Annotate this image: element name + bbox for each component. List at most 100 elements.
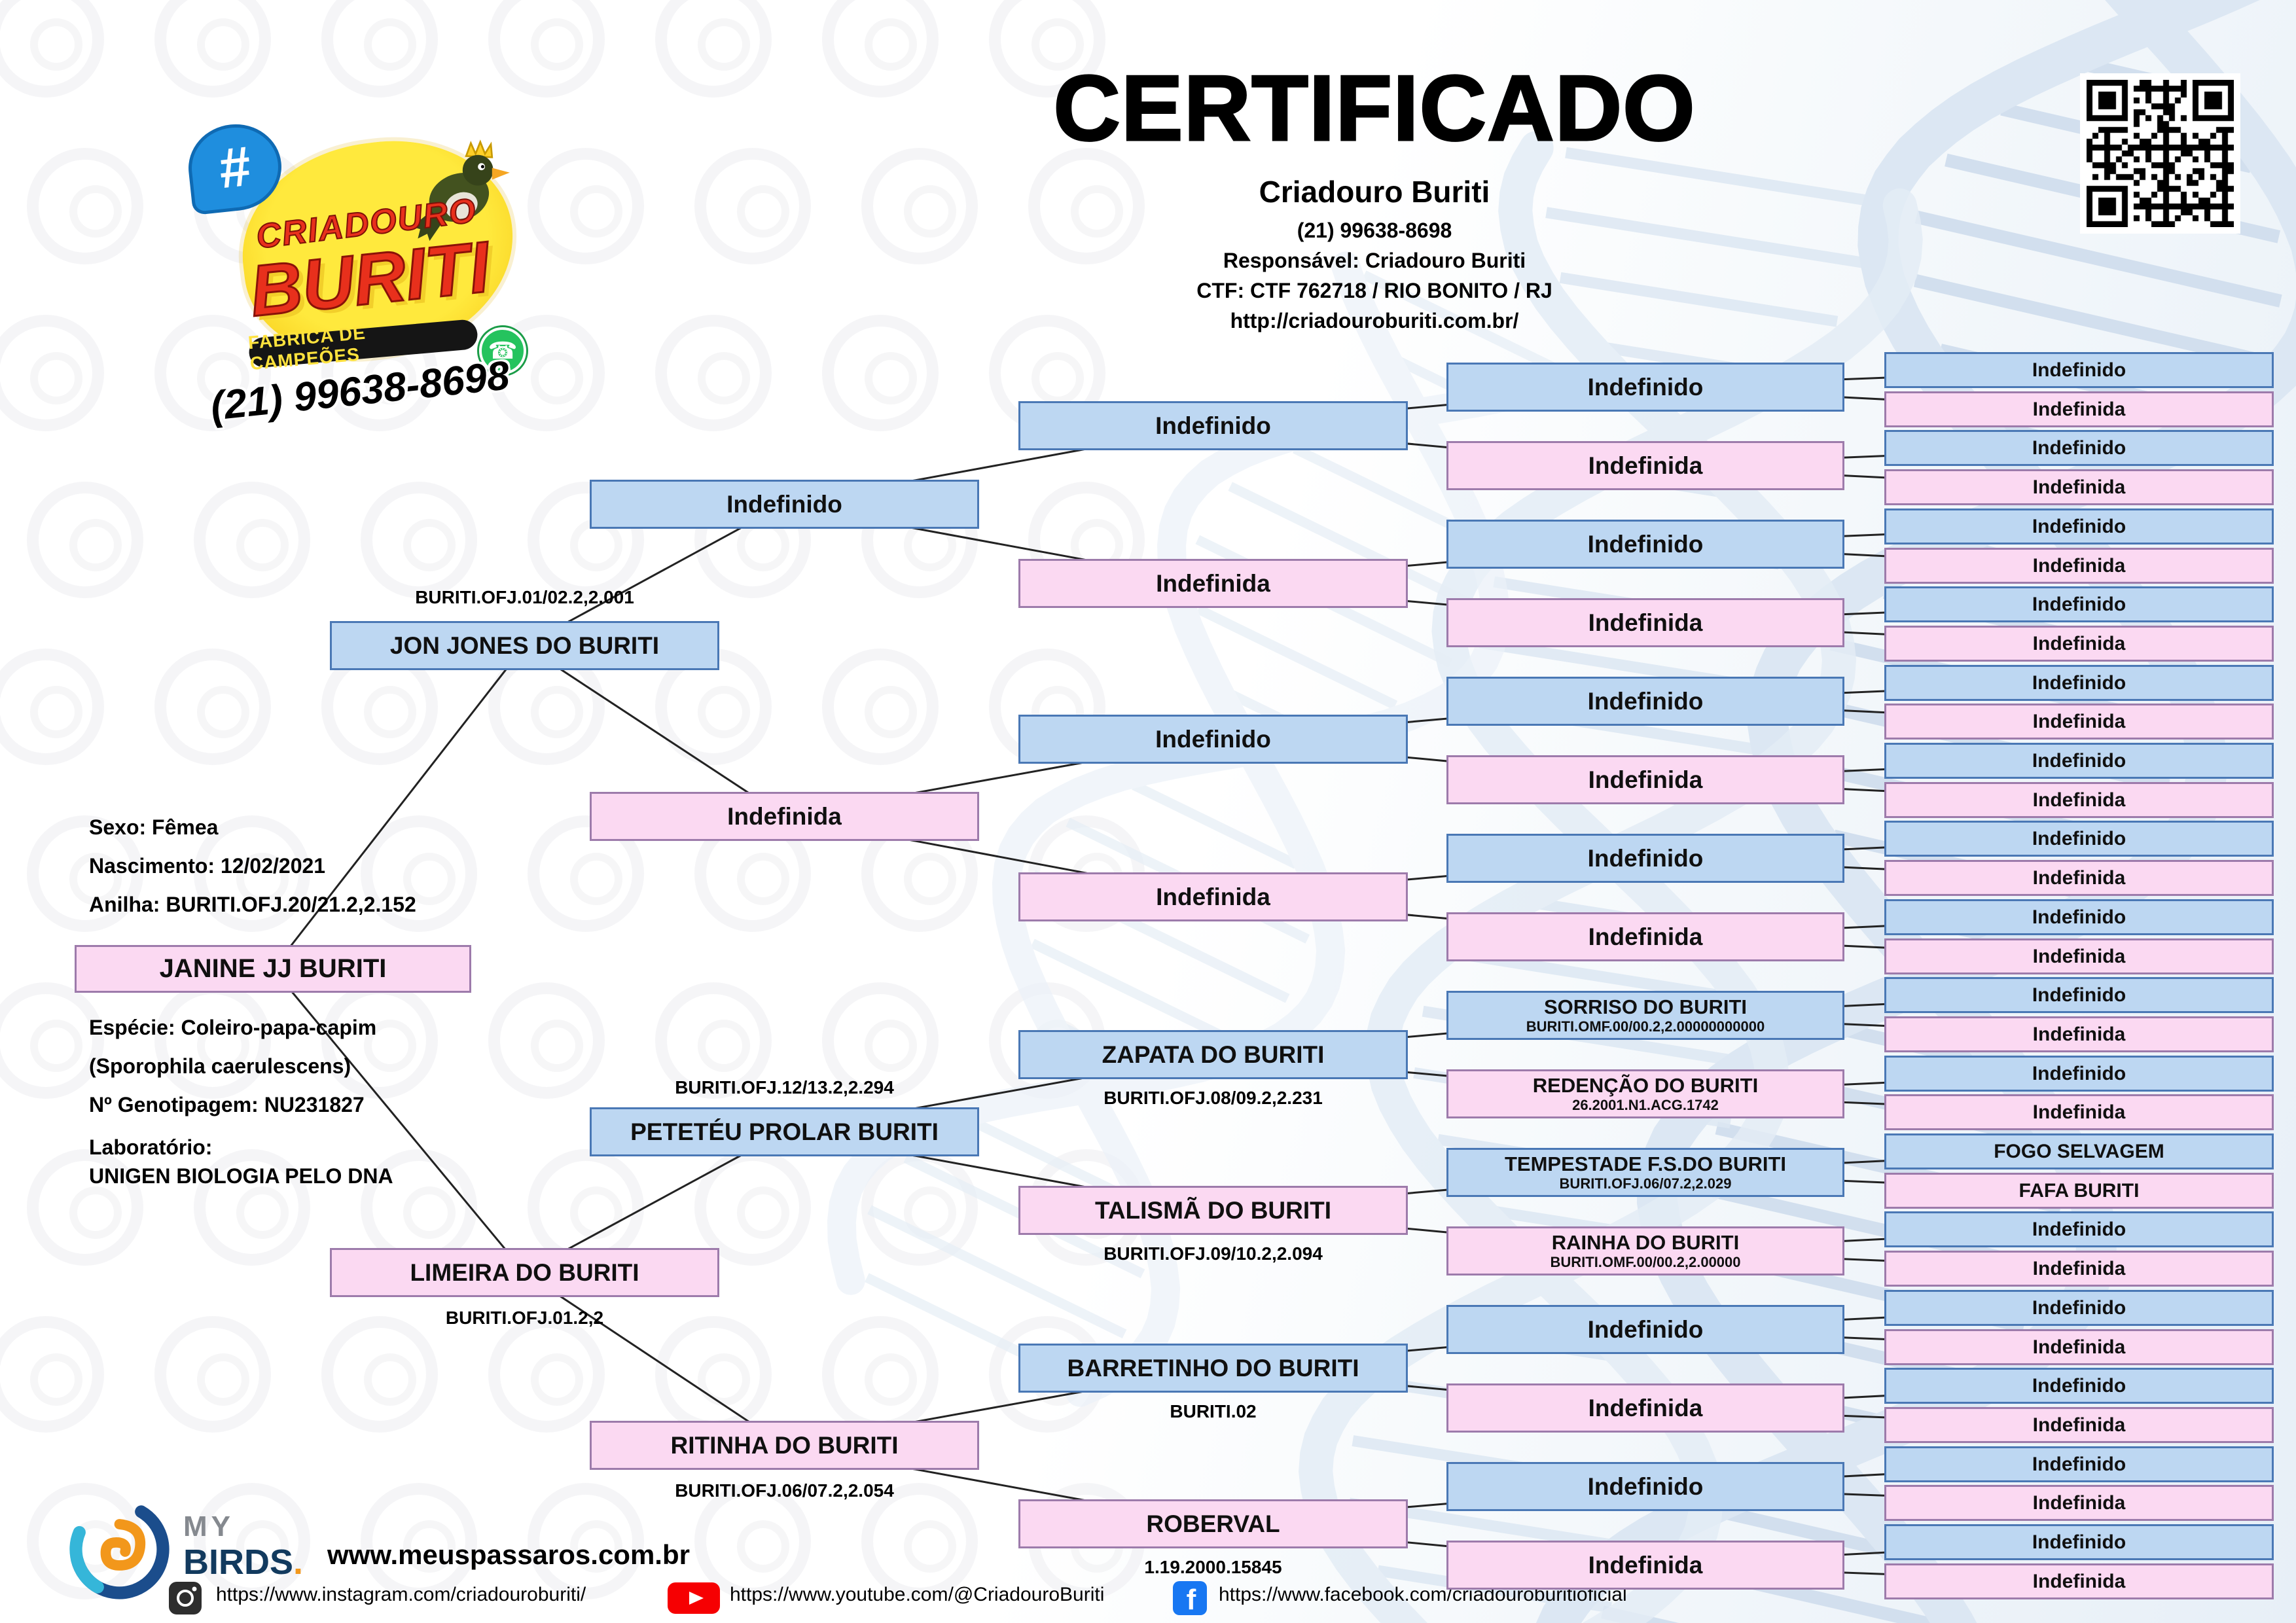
bird-name: Indefinido <box>2032 906 2126 928</box>
bird-name: Indefinida <box>2032 866 2126 889</box>
bird-name: Indefinida <box>1588 609 1703 636</box>
subject-name: JANINE JJ BURITI <box>159 954 387 983</box>
bird-name: Indefinida <box>1588 766 1703 793</box>
page-title: CERTIFICADO <box>1052 56 1696 162</box>
pedigree-node-gen4-4: Indefinida <box>1446 598 1844 647</box>
pedigree-node-gen2-4: RITINHA DO BURITI <box>590 1421 979 1470</box>
breeder-website-link[interactable]: http://criadouroburiti.com.br/ <box>1230 309 1519 332</box>
pedigree-node-gen5-26: Indefinida <box>1884 1329 2274 1365</box>
bird-name: Indefinido <box>2032 749 2126 772</box>
pedigree-node-gen4-8: Indefinida <box>1446 912 1844 961</box>
pedigree-node-gen3-7: BARRETINHO DO BURITI <box>1018 1344 1408 1393</box>
bird-name: Indefinido <box>2032 1531 2126 1553</box>
pedigree-node-gen2-1: Indefinido <box>590 480 979 529</box>
pedigree-node-gen3-4: Indefinida <box>1018 872 1408 921</box>
bird-name: FOGO SELVAGEM <box>1994 1140 2164 1162</box>
subject-ring-number: Anilha: BURITI.OFJ.20/21.2,2.152 <box>89 893 416 916</box>
qr-code <box>2080 73 2240 234</box>
bird-name: JON JONES DO BURITI <box>389 632 660 659</box>
criadouro-buriti-logo: # CRIADOURO BURITI FABRICA DE CAMPEÕES ☎… <box>151 65 596 445</box>
pedigree-node-gen4-15: Indefinido <box>1446 1462 1844 1511</box>
pedigree-node-gen3-8: ROBERVAL <box>1018 1499 1408 1548</box>
breeder-ctf: CTF: CTF 762718 / RIO BONITO / RJ <box>1196 279 1552 302</box>
instagram-icon[interactable] <box>167 1580 204 1616</box>
pedigree-node-gen3-2: Indefinida <box>1018 559 1408 608</box>
pedigree-node-gen5-20: Indefinida <box>1884 1094 2274 1130</box>
pedigree-node-gen5-24: Indefinida <box>1884 1251 2274 1287</box>
bird-name: Indefinido <box>2032 593 2126 615</box>
ring-number: BURITI.OFJ.06/07.2,2.029 <box>1559 1175 1732 1192</box>
bird-name: REDENÇÃO DO BURITI <box>1532 1074 1759 1097</box>
pedigree-node-gen4-3: Indefinido <box>1446 520 1844 569</box>
pedigree-node-gen5-22: FAFA BURITI <box>1884 1173 2274 1209</box>
pedigree-node-gen3-5: ZAPATA DO BURITI <box>1018 1030 1408 1079</box>
bird-name: Indefinido <box>2032 1296 2126 1319</box>
bird-name: Indefinido <box>1587 530 1704 558</box>
subject-species: Espécie: Coleiro-papa-capim <box>89 1016 377 1039</box>
hashtag-glyph: # <box>216 134 254 200</box>
bird-name: Indefinido <box>2032 827 2126 849</box>
bird-name: Indefinido <box>2032 1218 2126 1240</box>
bird-name: RAINHA DO BURITI <box>1551 1231 1740 1255</box>
bird-name: Indefinida <box>727 802 842 830</box>
pedigree-node-gen5-19: Indefinido <box>1884 1056 2274 1092</box>
bird-name: LIMEIRA DO BURITI <box>410 1258 639 1286</box>
pedigree-node-gen4-7: Indefinido <box>1446 834 1844 883</box>
bird-name: Indefinida <box>2032 398 2126 420</box>
bird-name: SORRISO DO BURITI <box>1543 995 1747 1019</box>
bird-name: Indefinido <box>2032 515 2126 537</box>
bird-name: Indefinido <box>2032 1453 2126 1475</box>
ring-number: BURITI.OFJ.08/09.2,2.231 <box>1103 1088 1323 1108</box>
bird-name: PETETÉU PROLAR BURITI <box>630 1118 939 1145</box>
bird-name: BARRETINHO DO BURITI <box>1067 1354 1359 1382</box>
ring-number: BURITI.OFJ.06/07.2,2.054 <box>675 1480 894 1501</box>
breeder-phone: (21) 99638-8698 <box>1297 219 1452 242</box>
pedigree-node-gen3-1: Indefinido <box>1018 401 1408 450</box>
pedigree-node-gen3-3: Indefinido <box>1018 715 1408 764</box>
youtube-icon[interactable] <box>668 1580 720 1616</box>
youtube-link[interactable]: https://www.youtube.com/@CriadouroBuriti <box>730 1584 1105 1605</box>
bird-name: Indefinido <box>1587 1472 1704 1500</box>
bird-name: FAFA BURITI <box>2018 1179 2140 1202</box>
instagram-link[interactable]: https://www.instagram.com/criadouroburit… <box>216 1584 586 1605</box>
breeder-responsible: Responsável: Criadouro Buriti <box>1223 249 1526 272</box>
pedigree-node-gen5-8: Indefinida <box>1884 626 2274 662</box>
bird-name: Indefinido <box>2032 359 2126 381</box>
bird-name: Indefinida <box>2032 789 2126 811</box>
pedigree-node-gen4-5: Indefinido <box>1446 677 1844 726</box>
pedigree-node-gen5-5: Indefinido <box>1884 508 2274 544</box>
pedigree-node-gen5-17: Indefinido <box>1884 977 2274 1013</box>
ring-number: 26.2001.N1.ACG.1742 <box>1572 1096 1719 1113</box>
facebook-icon[interactable]: f <box>1172 1580 1208 1616</box>
ring-number: BURITI.OFJ.12/13.2,2.294 <box>675 1077 894 1097</box>
bird-name: Indefinida <box>1156 569 1270 597</box>
bird-name: TEMPESTADE F.S.DO BURITI <box>1504 1152 1786 1176</box>
pedigree-node-gen5-28: Indefinida <box>1884 1407 2274 1443</box>
ring-number: BURITI.02 <box>1170 1401 1257 1421</box>
subject-sex: Sexo: Fêmea <box>89 815 219 839</box>
ring-number: BURITI.OFJ.01/02.2,2.001 <box>415 587 634 607</box>
pedigree-node-gen5-6: Indefinida <box>1884 548 2274 584</box>
pedigree-node-gen5-30: Indefinida <box>1884 1485 2274 1521</box>
bird-name: Indefinida <box>2032 1336 2126 1358</box>
bird-name: TALISMÃ DO BURITI <box>1094 1196 1332 1224</box>
pedigree-node-gen5-31: Indefinido <box>1884 1524 2274 1560</box>
pedigree-node-gen5-4: Indefinida <box>1884 469 2274 505</box>
brand-birds-text: BIRDS <box>183 1543 294 1582</box>
pedigree-node-gen5-11: Indefinido <box>1884 743 2274 779</box>
whatsapp-icon: ☎ <box>479 327 526 374</box>
bird-name: Indefinida <box>2032 1023 2126 1045</box>
phone-glyph: ☎ <box>488 337 518 365</box>
bird-name: Indefinida <box>2032 1101 2126 1123</box>
pedigree-node-gen5-15: Indefinido <box>1884 899 2274 935</box>
meuspassaros-website-link[interactable]: www.meuspassaros.com.br <box>327 1539 690 1570</box>
bird-name: Indefinida <box>2032 1257 2126 1279</box>
mybirds-brand-birds: BIRDS. <box>183 1542 303 1582</box>
pedigree-node-gen5-1: Indefinido <box>1884 352 2274 388</box>
bird-name: RITINHA DO BURITI <box>670 1431 899 1459</box>
svg-text:f: f <box>1187 1584 1196 1616</box>
pedigree-node-gen5-3: Indefinido <box>1884 430 2274 466</box>
pedigree-node-gen5-18: Indefinida <box>1884 1016 2274 1052</box>
